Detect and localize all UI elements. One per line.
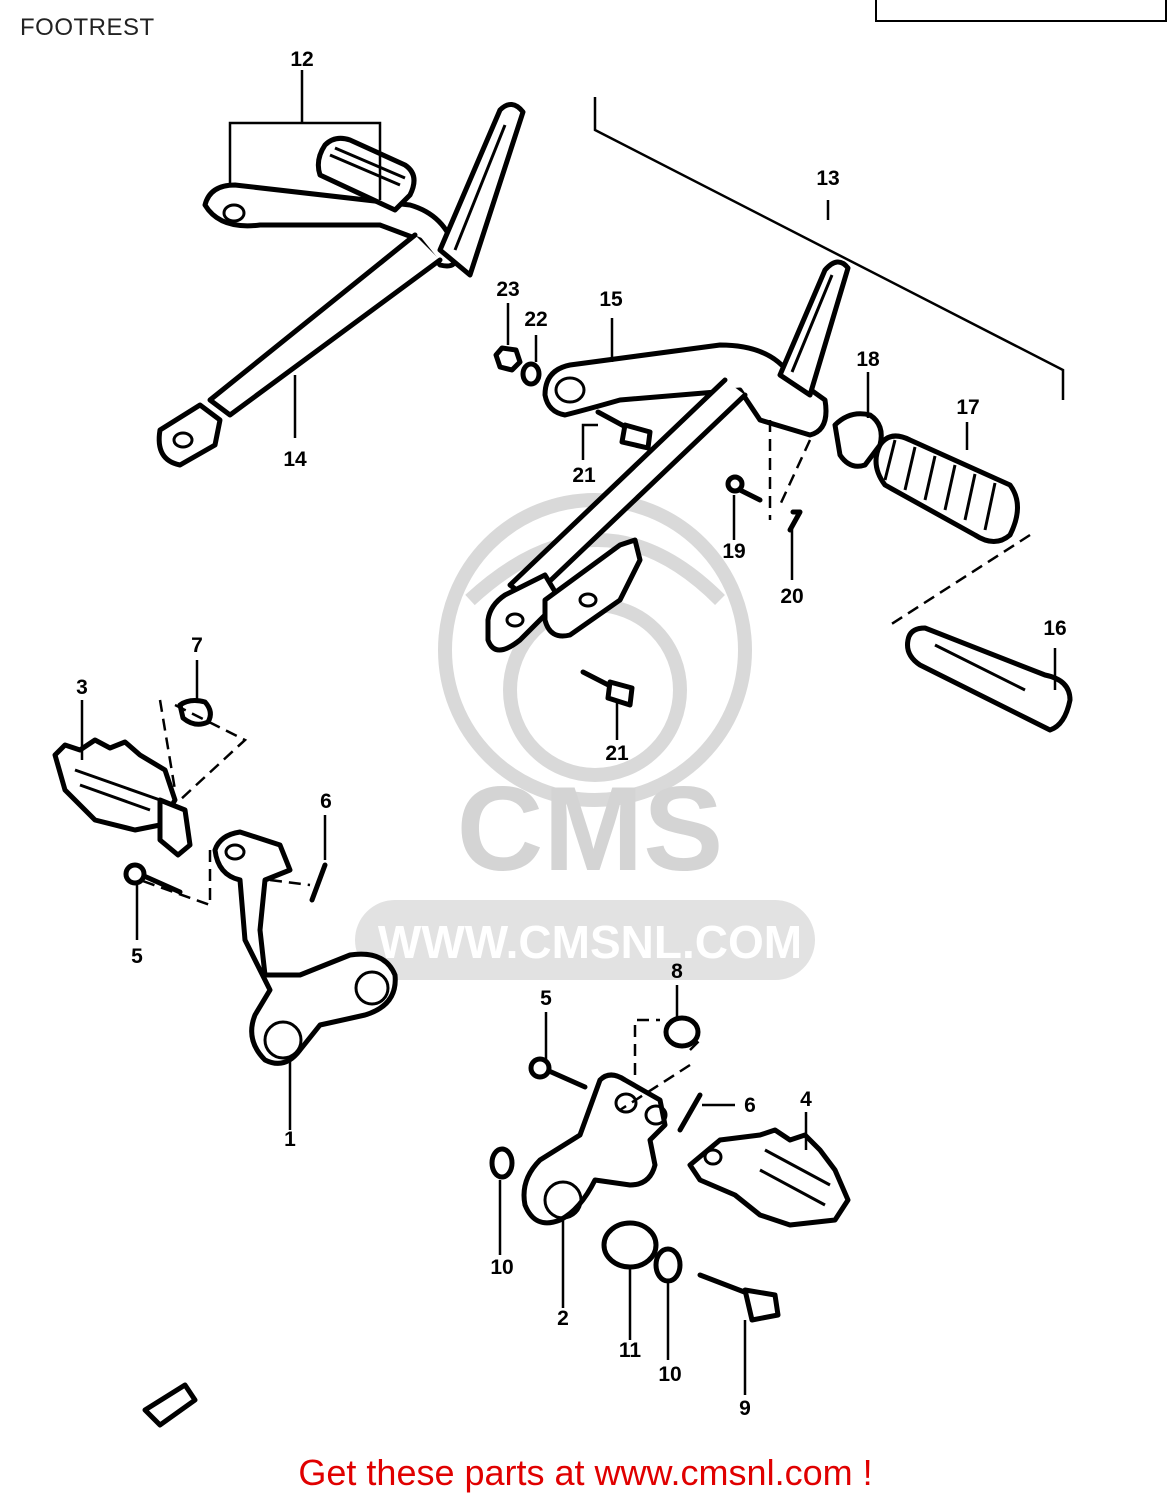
bolt-21-upper[interactable] xyxy=(595,409,653,451)
pin-19[interactable] xyxy=(725,474,763,503)
callout-18: 18 xyxy=(856,348,880,371)
callout-5-left: 5 xyxy=(131,945,143,968)
watermark-brand: CMS xyxy=(457,762,724,896)
pin-5-left[interactable] xyxy=(123,862,183,895)
footrest-ring[interactable] xyxy=(832,411,884,469)
callout-7: 7 xyxy=(191,634,203,657)
callout-17: 17 xyxy=(956,396,979,419)
leader-lines xyxy=(80,70,1065,1395)
washer-10-right[interactable] xyxy=(653,1246,683,1284)
watermark-url: WWW.CMSNL.COM xyxy=(378,916,802,968)
footrest-bracket-left[interactable] xyxy=(212,829,398,1066)
cms-watermark: CMS WWW.CMSNL.COM xyxy=(355,493,815,980)
callout-19: 19 xyxy=(722,540,745,563)
footrest-bracket-right[interactable] xyxy=(521,1072,668,1226)
footrest-left[interactable] xyxy=(52,737,193,858)
callout-15: 15 xyxy=(599,288,623,311)
nut-23[interactable] xyxy=(493,345,523,373)
footrest-rubber[interactable] xyxy=(873,433,1020,544)
cotter-6-left[interactable] xyxy=(309,862,328,903)
callout-8: 8 xyxy=(671,960,683,983)
rear-footrest-bracket-right[interactable] xyxy=(485,259,851,653)
collar-8[interactable] xyxy=(663,1015,701,1049)
callout-20: 20 xyxy=(780,585,803,608)
cotter-6-right[interactable] xyxy=(677,1092,703,1133)
callout-11: 11 xyxy=(619,1339,642,1362)
callout-13: 13 xyxy=(816,167,839,190)
callout-5-right: 5 xyxy=(540,987,552,1010)
washer-10-left[interactable] xyxy=(489,1146,515,1180)
callout-16: 16 xyxy=(1043,617,1066,640)
bolt-21-lower[interactable] xyxy=(580,669,635,708)
part-callouts: 1 2 3 4 5 5 6 6 7 8 9 10 10 11 12 13 14 … xyxy=(76,48,1067,1420)
callout-22: 22 xyxy=(524,308,547,331)
pin-5-right[interactable] xyxy=(528,1056,588,1090)
callout-9: 9 xyxy=(739,1397,751,1420)
get-parts-link[interactable]: Get these parts at www.cmsnl.com ! xyxy=(298,1452,873,1493)
callout-12: 12 xyxy=(290,48,313,71)
bolt-9[interactable] xyxy=(697,1272,781,1323)
spring-7[interactable] xyxy=(177,698,213,727)
callout-23: 23 xyxy=(496,278,519,301)
callout-14: 14 xyxy=(283,448,307,471)
page-title: FOOTREST xyxy=(20,14,155,41)
spacer-11[interactable] xyxy=(601,1220,659,1270)
callout-21-lower: 21 xyxy=(605,742,629,765)
title-frame xyxy=(875,0,1167,22)
washer-22[interactable] xyxy=(520,361,542,387)
footrest-right[interactable] xyxy=(687,1127,851,1228)
callout-1: 1 xyxy=(284,1128,296,1151)
callout-6-right: 6 xyxy=(744,1094,756,1117)
callout-2: 2 xyxy=(557,1307,569,1330)
assembly-dashed-lines xyxy=(139,420,1031,1112)
front-direction-arrow xyxy=(142,1382,198,1428)
callout-10-right: 10 xyxy=(658,1363,681,1386)
callout-6-left: 6 xyxy=(320,790,332,813)
callout-3: 3 xyxy=(76,676,88,699)
rear-footrest-bracket-left[interactable] xyxy=(156,102,526,468)
footrest-plate[interactable] xyxy=(905,625,1073,733)
callout-4: 4 xyxy=(800,1088,812,1111)
callout-10-left: 10 xyxy=(490,1256,513,1279)
callout-21-upper: 21 xyxy=(572,464,596,487)
